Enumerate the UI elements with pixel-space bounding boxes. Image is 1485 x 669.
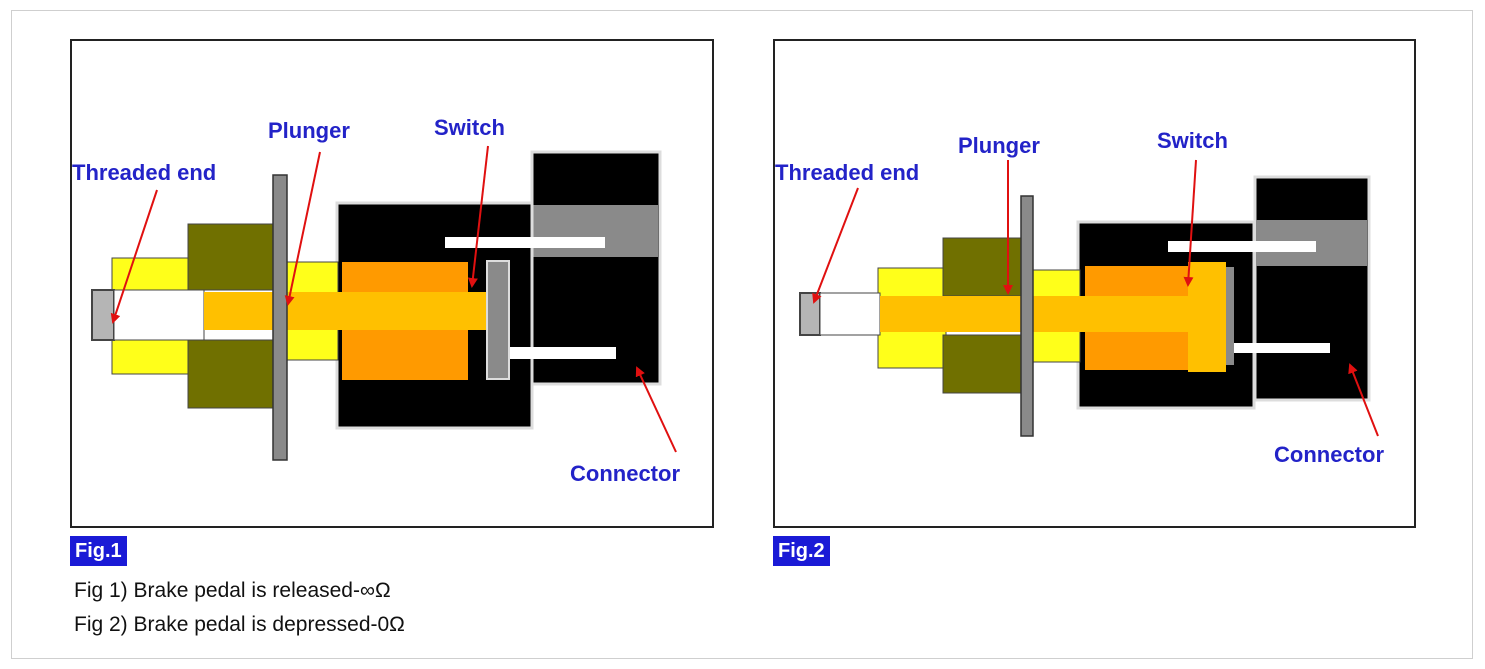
label-switch: Switch [1157,128,1228,153]
figure-1-drawing: Threaded end Plunger Switch Connector [72,115,680,486]
arrow-threaded-end [110,189,158,324]
plunger-through-switch [342,292,490,330]
label-threaded-end: Threaded end [775,160,919,185]
arrow-connector [1348,363,1379,437]
label-switch: Switch [434,115,505,140]
nut-upper [187,223,279,291]
label-connector: Connector [1274,442,1384,467]
nut-upper [942,237,1026,297]
figure-2-panel: Threaded end Plunger Switch Connector [773,39,1416,528]
nut-lower [942,334,1026,394]
figure-1-badge: Fig.1 [70,536,127,566]
caption-fig-1: Fig 1) Brake pedal is released-∞Ω [74,579,391,602]
figure-1-panel: Threaded end Plunger Switch Connector [70,39,714,528]
switch-plate [486,260,510,380]
arrow-switch [467,145,489,288]
label-threaded-end: Threaded end [72,160,216,185]
mounting-flange [1020,195,1034,437]
contact-lower [498,347,616,359]
figure-2-badge: Fig.2 [773,536,830,566]
threaded-end-tip [91,289,115,341]
label-plunger: Plunger [268,118,350,143]
connector-body [530,150,662,386]
contact-upper [1168,241,1316,252]
arrow-switch [1183,159,1197,287]
caption-fig-2: Fig 2) Brake pedal is depressed-0Ω [74,613,405,636]
arrow-connector [635,366,677,453]
threaded-end-bore [113,289,205,341]
connector-body [1253,175,1371,402]
connector-grey-band [533,205,658,257]
contact-lower [1222,343,1330,353]
figure-2-drawing: Threaded end Plunger Switch Connector [775,128,1384,467]
arrow-threaded-end [812,187,859,304]
arrow-plunger [284,151,321,306]
plunger-shaft [880,296,1190,332]
threaded-end-tip [799,292,821,336]
mounting-flange [272,174,288,461]
switch-plate [1226,267,1234,365]
plunger-head [1188,262,1226,372]
threaded-end-bore [819,292,881,336]
label-connector: Connector [570,461,680,486]
label-plunger: Plunger [958,133,1040,158]
nut-lower [187,339,279,409]
contact-upper [445,237,605,248]
